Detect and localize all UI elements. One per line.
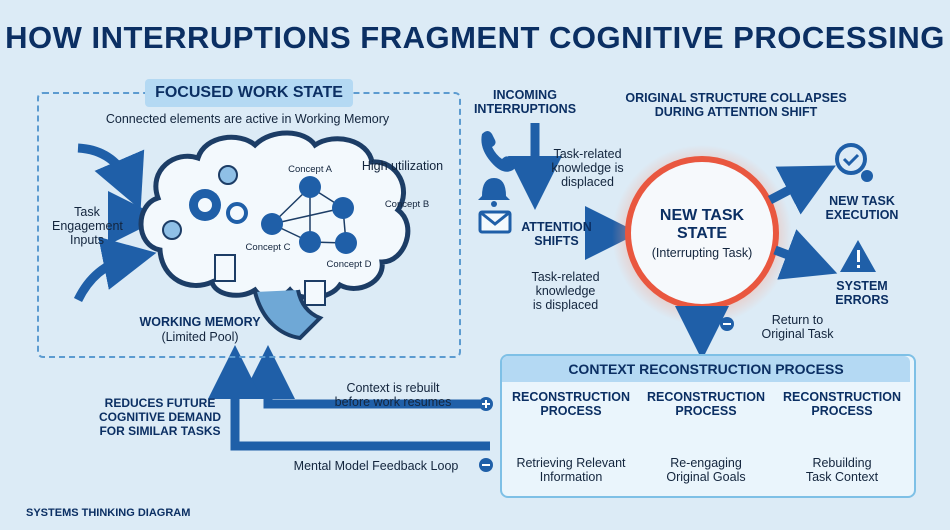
envelope-icon (478, 210, 512, 234)
concept-b-node (332, 197, 354, 219)
footer-label: SYSTEMS THINKING DIAGRAM (26, 507, 191, 519)
document-icon (214, 254, 326, 306)
concept-c-node (261, 213, 283, 235)
gear-icon (189, 189, 248, 224)
feedback-loop-label: Mental Model Feedback Loop (293, 459, 459, 473)
page-title: HOW INTERRUPTIONS FRAGMENT COGNITIVE PRO… (5, 20, 945, 55)
concept-a-node (299, 176, 321, 198)
working-memory-title: WORKING MEMORY (139, 315, 261, 329)
focused-work-heading: FOCUSED WORK STATE (145, 79, 353, 107)
concept-d-label: Concept D (326, 259, 372, 270)
errors-arrow (773, 229, 838, 280)
warning-icon (840, 240, 876, 272)
high-utilization-label: High utilization (361, 159, 444, 173)
context-reconstruction-heading: CONTEXT RECONSTRUCTION PROCESS (502, 356, 910, 382)
input-arrow-bottom (73, 236, 157, 303)
phone-icon (481, 131, 517, 172)
input-arrow-top (77, 143, 145, 210)
concept-b-label: Concept B (384, 199, 430, 210)
working-memory-subtitle: (Limited Pool) (161, 330, 239, 344)
focus-subtitle: Connected elements are active in Working… (105, 112, 390, 126)
new-task-subtitle: (Interrupting Task) (651, 246, 753, 260)
concept-a-label: Concept A (288, 164, 332, 175)
concept-d-node (335, 232, 357, 254)
exec-arrow (767, 165, 836, 215)
bell-icon (478, 178, 510, 207)
context-rebuilt-arrow (241, 345, 490, 409)
concept-c-label: Concept C (245, 242, 291, 253)
check-gear-icon (835, 143, 873, 182)
feedback-loop-arrow (208, 345, 490, 451)
concept-network (261, 176, 357, 254)
lightbulb-icon (162, 165, 238, 240)
concept-center-node (299, 231, 321, 253)
